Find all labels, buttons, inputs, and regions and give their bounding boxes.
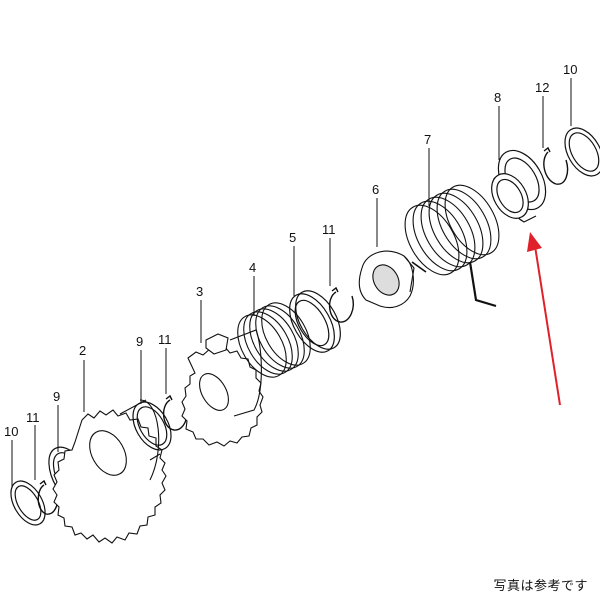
part-11-circlip-right	[329, 286, 354, 323]
part-9-washer-middle	[132, 401, 172, 451]
label-part-10-left: 10	[4, 424, 18, 439]
label-part-2: 2	[79, 343, 86, 358]
label-part-8: 8	[494, 90, 501, 105]
part-8-collar	[491, 149, 547, 223]
label-part-10-right: 10	[563, 62, 577, 77]
part-10-washer-left	[10, 480, 46, 526]
part-3-ratchet	[181, 329, 264, 447]
leader-lines	[11, 78, 572, 488]
part-6-cam	[358, 250, 415, 309]
label-part-11-left: 11	[26, 410, 40, 425]
part-5-washer	[289, 290, 341, 353]
label-part-9-middle: 9	[136, 334, 143, 349]
highlight-arrow	[527, 232, 561, 406]
label-part-11-right: 11	[322, 222, 336, 237]
label-part-5: 5	[289, 230, 296, 245]
reference-photo-caption: 写真は参考です	[493, 579, 588, 594]
part-4-spring	[237, 302, 311, 378]
part-12-circlip	[543, 146, 569, 185]
part-2-gear	[52, 399, 167, 544]
part-labels: 10 11 9 2 9 11 3 4 5 11 6 7 8 12 10	[4, 62, 577, 439]
label-part-3: 3	[196, 284, 203, 299]
label-part-6: 6	[372, 182, 379, 197]
label-part-7: 7	[424, 132, 431, 147]
part-10-washer-right	[564, 127, 600, 177]
label-part-12: 12	[535, 80, 549, 95]
label-part-4: 4	[249, 260, 256, 275]
label-part-9-left: 9	[53, 389, 60, 404]
part-7-kick-spring	[404, 184, 500, 308]
label-part-11-middle: 11	[158, 332, 172, 347]
